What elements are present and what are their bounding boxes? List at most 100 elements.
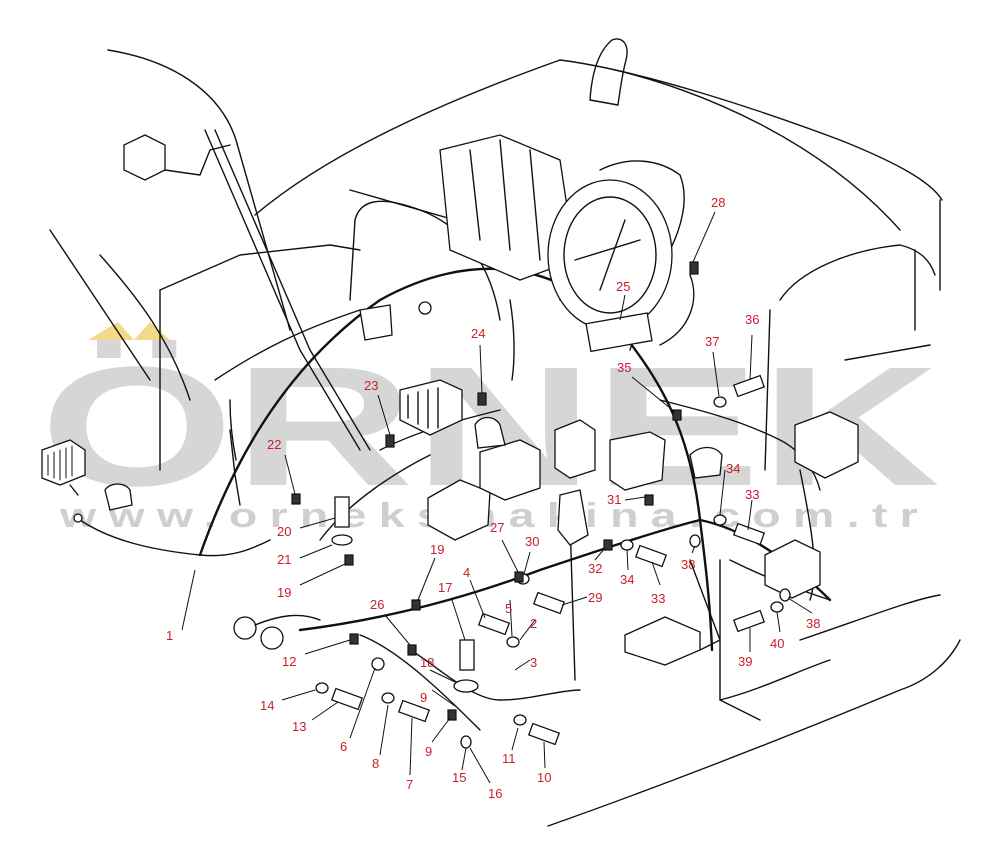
front-frame-line-2 (99, 254, 191, 401)
callout-11: 11 (502, 751, 516, 766)
washer-34b (713, 514, 727, 526)
hood-top-left (254, 59, 561, 216)
clip-38a (689, 534, 701, 548)
bolt-36 (732, 374, 766, 398)
clip-9 (447, 709, 457, 721)
alt-branch-2 (599, 160, 681, 176)
vertical-harness (569, 519, 576, 681)
bolt-29 (532, 591, 566, 615)
leader-34b (719, 469, 726, 516)
leader-17 (451, 599, 466, 641)
callout-20: 20 (277, 524, 291, 539)
cab-light-box (123, 134, 166, 181)
callout-9a: 9 (425, 744, 432, 759)
callout-2: 2 (530, 616, 537, 631)
callout-15: 15 (452, 770, 466, 785)
bolt-39 (732, 609, 766, 633)
washer-18 (453, 679, 479, 693)
lower-harness-branch (359, 634, 481, 731)
alt-branch-3 (659, 274, 695, 346)
clamp-6 (371, 657, 385, 671)
hood-top-right (559, 59, 943, 201)
leader-9a (431, 717, 451, 743)
alternator-assembly (439, 134, 673, 353)
callout-38b: 38 (806, 616, 820, 631)
alternator-fins (469, 139, 541, 261)
cab-roof-curve (107, 49, 237, 141)
callout-5: 5 (505, 601, 512, 616)
leader-12 (304, 639, 351, 655)
callout-27: 27 (490, 520, 504, 535)
leader-14 (281, 689, 316, 701)
leader-4 (469, 579, 486, 619)
callout-3: 3 (530, 655, 537, 670)
leader-10 (543, 741, 546, 769)
washer-5 (506, 636, 520, 648)
leader-6 (349, 667, 376, 739)
leader-35 (631, 376, 676, 413)
controller-right (794, 411, 859, 479)
clip-31 (644, 494, 654, 506)
callout-21: 21 (277, 552, 291, 567)
lower-deck-line (799, 594, 941, 641)
callout-4: 4 (463, 565, 470, 580)
callout-22: 22 (267, 437, 281, 452)
clip-35 (672, 409, 682, 421)
callout-25: 25 (616, 279, 630, 294)
callout-13: 13 (292, 719, 306, 734)
callout-38a: 38 (681, 557, 695, 572)
lower-right-edge (719, 559, 761, 721)
leader-22 (284, 454, 296, 495)
leader-27 (501, 539, 519, 573)
bolt-13 (330, 687, 364, 711)
clip-26 (407, 644, 417, 656)
leader-24 (479, 344, 483, 394)
leader-9b (431, 689, 456, 707)
callout-33b: 33 (745, 487, 759, 502)
module-lower (624, 616, 701, 666)
work-lamp-mount (69, 484, 79, 496)
clip-27 (514, 571, 524, 583)
callout-9b: 9 (420, 690, 427, 705)
fasteners (315, 374, 791, 749)
callout-16: 16 (488, 786, 502, 801)
bolt-7 (397, 699, 431, 723)
controller-box (479, 439, 541, 501)
box-top-left (159, 244, 361, 291)
clip-38b (779, 588, 791, 602)
leader-36 (749, 334, 753, 381)
relay-cluster-lines (407, 387, 439, 429)
leader-8 (379, 704, 389, 756)
cab-pillar (235, 139, 291, 331)
callout-6: 6 (340, 739, 347, 754)
relay-cluster (399, 379, 463, 436)
callout-14: 14 (260, 698, 274, 713)
leader-15 (461, 747, 467, 771)
callout-1: 1 (166, 628, 173, 643)
harness-branch-upper (214, 309, 361, 381)
cab-light-wire (164, 144, 231, 176)
callout-19a: 19 (277, 585, 291, 600)
leader-16 (469, 747, 491, 784)
leader-25 (619, 294, 626, 321)
bolt-33a (634, 544, 668, 568)
leader-38b (787, 597, 813, 614)
callout-40: 40 (770, 636, 784, 651)
clip-12 (349, 633, 359, 645)
callout-32: 32 (588, 561, 602, 576)
leader-30 (523, 551, 531, 575)
callout-8: 8 (372, 756, 379, 771)
leader-19b (417, 557, 436, 601)
lower-harness-branch-2 (409, 649, 581, 701)
leader-1 (181, 569, 196, 631)
lower-deck-curve (547, 639, 961, 827)
callout-31: 31 (607, 492, 621, 507)
box-lower-right (764, 539, 821, 599)
fuse-block (474, 416, 506, 449)
washer-11 (513, 714, 527, 726)
horn-lamp-2 (260, 626, 284, 650)
leader-40 (776, 611, 781, 633)
callout-26: 26 (370, 597, 384, 612)
